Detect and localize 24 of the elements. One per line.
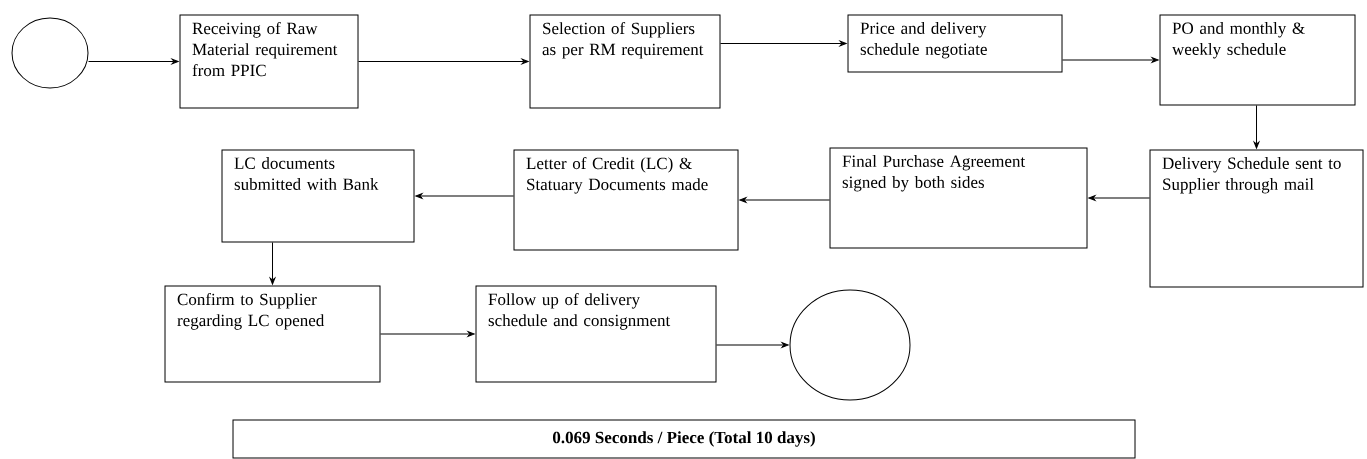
summary-box: 0.069 Seconds / Piece (Total 10 days) — [232, 419, 1136, 459]
arrow — [380, 331, 475, 337]
arrow — [415, 193, 514, 199]
arrow — [358, 58, 529, 65]
process-box: Receiving of Raw Material requirement from PPIC — [179, 14, 359, 109]
arrow — [1088, 195, 1150, 201]
arrow — [1253, 105, 1260, 149]
arrow — [269, 242, 276, 285]
process-box: Delivery Schedule sent to Supplier through mail — [1149, 149, 1364, 288]
arrow — [720, 40, 847, 47]
arrow — [739, 197, 830, 203]
process-box: LC documents submitted with Bank — [221, 149, 415, 243]
process-box: Final Purchase Agreement signed by both sides — [829, 147, 1088, 249]
arrow — [1062, 57, 1159, 63]
arrow — [716, 342, 789, 348]
process-box: Selection of Suppliers as per RM requirement — [529, 14, 721, 109]
arrow — [88, 58, 179, 65]
process-box: Follow up of delivery schedule and consignment — [475, 285, 717, 383]
process-box: Confirm to Supplier regarding LC opened — [164, 285, 381, 383]
process-box: PO and monthly & weekly schedule — [1159, 14, 1356, 106]
terminal-ellipse — [789, 289, 911, 401]
process-box: Letter of Credit (LC) & Statuary Documents made — [513, 149, 739, 251]
terminal-ellipse — [11, 17, 89, 89]
process-box: Price and delivery schedule negotiate — [847, 14, 1063, 73]
